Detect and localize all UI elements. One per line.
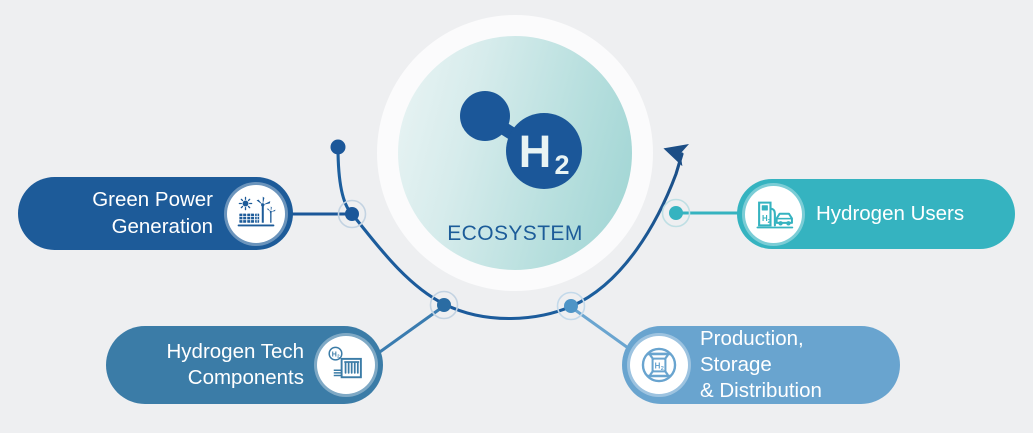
h2-main-letter: H — [519, 126, 552, 177]
node-badge-hydrogen-tech: H 2 — [317, 336, 375, 394]
node-card-green-power[interactable]: Green Power Generation — [18, 177, 293, 250]
node-label-production-storage: Production, Storage & Distribution — [700, 326, 822, 403]
svg-text:2: 2 — [767, 219, 770, 225]
svg-text:H: H — [761, 214, 767, 223]
ecosystem-hub: H 2 ECOSYSTEM — [377, 15, 653, 291]
svg-text:2: 2 — [337, 354, 340, 359]
hydrogen-tank-icon: H 2 — [641, 347, 677, 383]
node-badge-hydrogen-users: H 2 — [745, 185, 802, 243]
node-card-hydrogen-tech[interactable]: Hydrogen Tech Components H 2 — [106, 326, 383, 404]
node-badge-green-power — [227, 184, 285, 243]
node-label-hydrogen-users: Hydrogen Users — [816, 201, 965, 225]
node-label-green-power: Green Power Generation — [92, 188, 213, 238]
node-production-storage — [556, 291, 586, 321]
h2-molecule-icon: H 2 — [460, 91, 582, 189]
svg-text:2: 2 — [661, 366, 664, 372]
node-card-hydrogen-users[interactable]: H 2 Hydrogen Users — [737, 179, 1015, 249]
solar-wind-icon — [237, 196, 276, 226]
node-hydrogen-tech — [429, 290, 459, 320]
node-badge-production-storage: H 2 — [630, 336, 688, 394]
svg-text:H: H — [655, 361, 661, 370]
ecosystem-hub-disc: H 2 ECOSYSTEM — [398, 36, 632, 270]
fuel-station-car-icon: H 2 — [756, 201, 793, 229]
electrolyzer-stack-icon: H 2 — [328, 346, 362, 379]
ecosystem-label: ECOSYSTEM — [447, 222, 583, 245]
h2-subscript: 2 — [554, 150, 569, 180]
node-label-hydrogen-tech: Hydrogen Tech Components — [166, 339, 304, 389]
svg-text:H: H — [332, 352, 337, 359]
arc-start-dot — [330, 139, 346, 155]
node-hydrogen-users — [661, 198, 691, 228]
node-card-production-storage[interactable]: H 2 Production, Storage & Distribution — [622, 326, 900, 404]
node-green-power — [337, 199, 367, 229]
